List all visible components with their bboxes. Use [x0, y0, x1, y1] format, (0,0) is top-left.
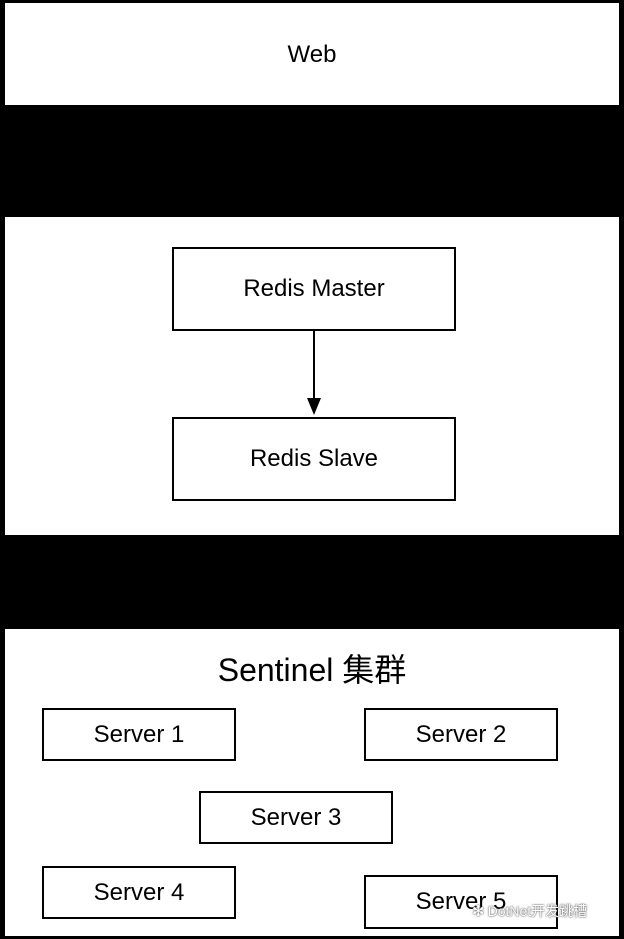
server-1-box: Server 1 [42, 708, 236, 761]
redis-slave-box: Redis Slave [172, 417, 456, 501]
wechat-icon: ✻ [472, 903, 485, 920]
server-4-box: Server 4 [42, 866, 236, 919]
watermark-text: DotNet开发跳槽 [487, 903, 588, 919]
sentinel-panel: Sentinel 集群 Server 1 Server 2 Server 3 S… [5, 629, 619, 936]
sentinel-title: Sentinel 集群 [217, 652, 407, 688]
web-label: Web [287, 41, 337, 68]
redis-panel: Redis Master Redis Slave [5, 217, 619, 535]
server-2-box: Server 2 [364, 708, 558, 761]
server-5-box: Server 5 [364, 875, 558, 929]
redis-master-box: Redis Master [172, 247, 456, 331]
server-3-box: Server 3 [199, 791, 393, 844]
web-panel: Web [5, 3, 619, 105]
watermark: ✻ DotNet开发跳槽 [472, 901, 587, 921]
